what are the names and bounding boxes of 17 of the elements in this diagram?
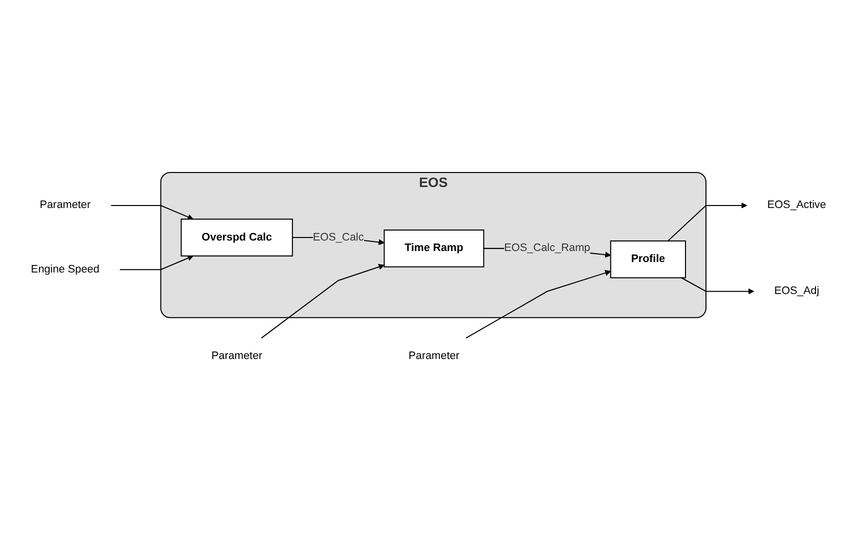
node-text: Parameter — [211, 350, 262, 362]
node-text: EOS_Active — [767, 199, 826, 211]
edge-label: EOS_Calc — [312, 231, 364, 243]
arrow — [261, 264, 384, 338]
arrow — [668, 202, 748, 242]
node-box: Time Ramp — [384, 229, 484, 268]
arrow — [111, 204, 194, 220]
arrow — [681, 277, 754, 294]
arrow — [120, 255, 194, 270]
edge-label: EOS_Calc_Ramp — [504, 242, 590, 254]
node-text: Parameter — [40, 199, 91, 211]
node-box: Overspd Calc — [180, 218, 293, 256]
node-text: EOS_Adj — [774, 285, 820, 297]
node-box: Profile — [610, 240, 686, 278]
node-text: Engine Speed — [30, 263, 100, 275]
node-text: Parameter — [408, 350, 460, 362]
arrow — [466, 270, 611, 338]
